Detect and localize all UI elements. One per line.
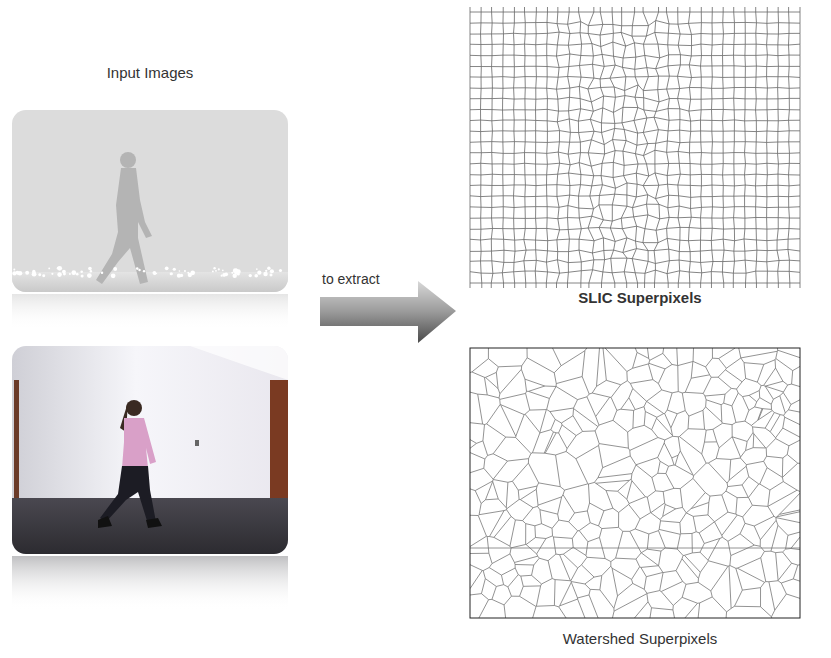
slic-grid — [470, 7, 800, 288]
caption-label: Input Images — [107, 64, 194, 81]
watershed-grid — [470, 348, 800, 618]
block-arrow — [320, 281, 456, 343]
floor-line — [470, 548, 800, 549]
reflection — [12, 556, 288, 610]
depth-image — [12, 110, 288, 292]
frame — [470, 348, 800, 618]
reflection — [12, 294, 288, 330]
caption-label: Watershed Superpixels — [563, 630, 718, 647]
caption-label: to extract — [322, 271, 380, 287]
caption-label: SLIC Superpixels — [578, 289, 701, 306]
rgb-image — [12, 346, 288, 554]
